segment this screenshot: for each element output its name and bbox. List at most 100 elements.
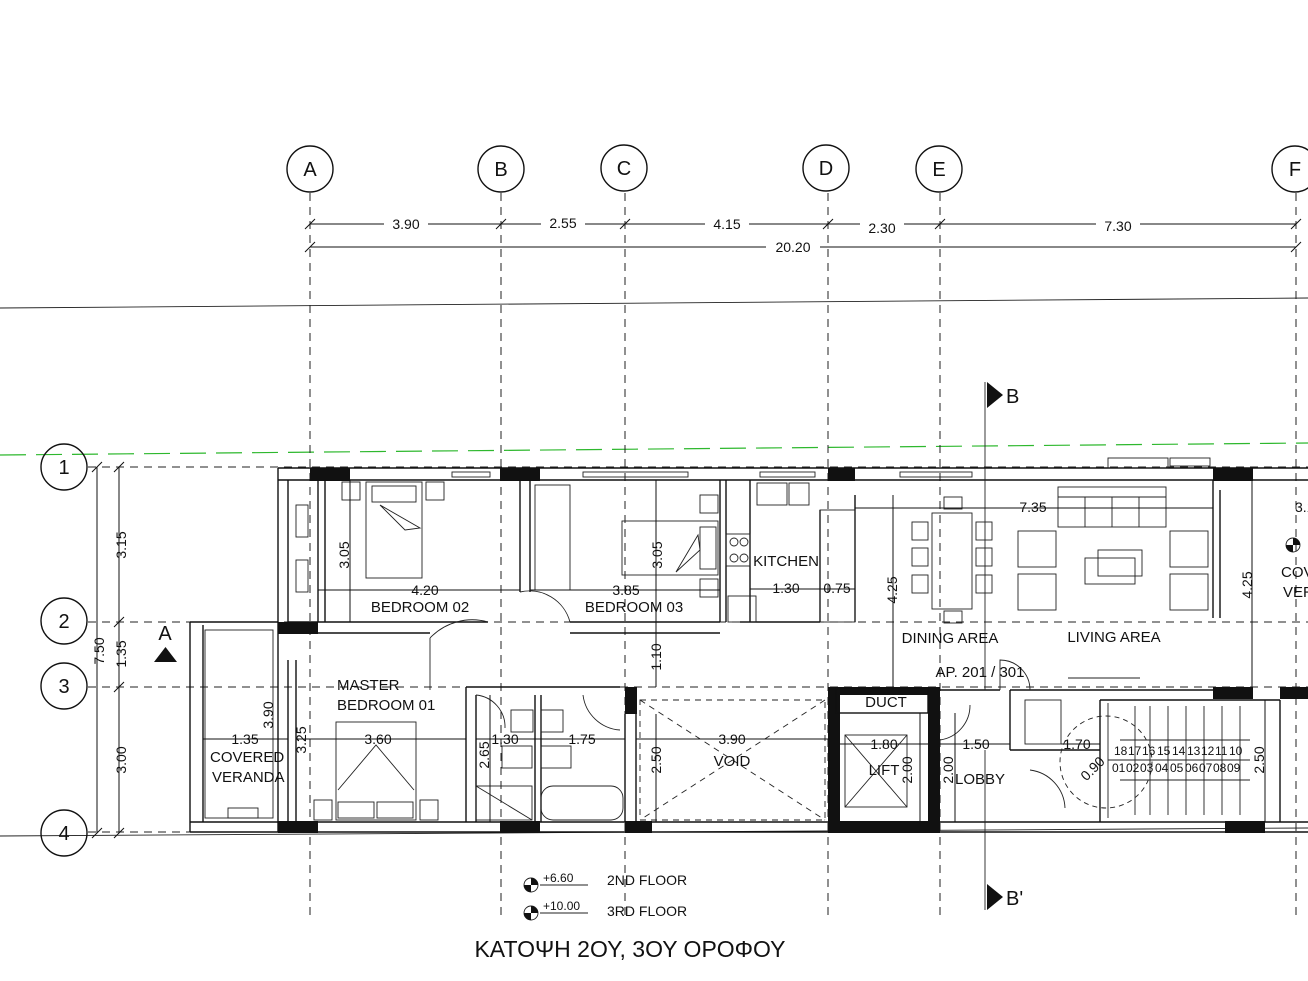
svg-text:2.00: 2.00	[940, 756, 956, 783]
svg-text:F: F	[1289, 159, 1301, 181]
interior-dimension-lines	[203, 480, 1266, 822]
svg-text:2ND FLOOR: 2ND FLOOR	[607, 872, 687, 888]
svg-text:DUCT: DUCT	[865, 694, 907, 711]
svg-text:07: 07	[1199, 761, 1213, 775]
svg-text:2.50: 2.50	[648, 746, 664, 773]
svg-text:D: D	[819, 158, 833, 180]
svg-text:1.50: 1.50	[962, 736, 989, 752]
svg-text:C: C	[617, 158, 631, 180]
svg-text:E: E	[932, 159, 945, 181]
level-marker-2nd-floor: +6.60 2ND FLOOR	[523, 871, 687, 893]
stair-numbers: 18 17 16 15 14 13 12 11 10 01 02 03 04 0…	[1112, 744, 1243, 775]
dining-table	[911, 496, 993, 624]
living-furniture	[1017, 486, 1209, 679]
svg-text:MASTER: MASTER	[337, 677, 400, 694]
svg-text:B': B'	[1006, 888, 1023, 910]
svg-text:B: B	[1006, 386, 1019, 408]
svg-text:1.30: 1.30	[491, 731, 518, 747]
svg-text:COV: COV	[1281, 564, 1308, 581]
svg-text:1.35: 1.35	[113, 640, 129, 667]
drawing-title: ΚΑΤΟΨΗ 2ΟΥ, 3ΟΥ ΟΡΟΦΟΥ	[474, 936, 785, 962]
axis-bubble-2: 2	[40, 597, 88, 645]
svg-text:BEDROOM 01: BEDROOM 01	[337, 697, 435, 714]
svg-text:1.80: 1.80	[870, 736, 897, 752]
kitchen-fixtures	[725, 482, 856, 623]
svg-text:1.35: 1.35	[231, 731, 258, 747]
svg-text:COVERED: COVERED	[210, 749, 284, 766]
windows	[451, 457, 1211, 478]
svg-text:BEDROOM 03: BEDROOM 03	[585, 599, 683, 616]
svg-text:2.00: 2.00	[899, 756, 915, 783]
svg-text:A: A	[303, 159, 317, 181]
svg-text:3.10: 3.10	[1295, 499, 1308, 515]
bed-bedroom-02	[295, 481, 445, 593]
svg-text:BEDROOM 02: BEDROOM 02	[371, 599, 469, 616]
svg-text:AP. 201 / 301: AP. 201 / 301	[936, 664, 1025, 681]
svg-text:4.20: 4.20	[411, 582, 438, 598]
bathroom-fixtures	[475, 709, 624, 821]
svg-text:LIFT: LIFT	[869, 762, 900, 779]
svg-text:3.05: 3.05	[649, 541, 665, 568]
section-marker-b: B B'	[984, 382, 1023, 910]
svg-text:15: 15	[1157, 744, 1171, 758]
svg-text:3.00: 3.00	[113, 746, 129, 773]
structural-columns	[278, 468, 1308, 833]
row-axis-markers: 1 2 3 4	[40, 443, 88, 857]
svg-text:2.55: 2.55	[549, 215, 576, 231]
axis-bubble-b: B	[477, 145, 525, 193]
svg-text:3.05: 3.05	[336, 541, 352, 568]
svg-text:3: 3	[58, 676, 69, 698]
svg-text:04: 04	[1155, 761, 1169, 775]
svg-text:LOBBY: LOBBY	[955, 771, 1005, 788]
axis-bubble-f: F	[1271, 145, 1308, 193]
svg-text:DINING AREA: DINING AREA	[902, 630, 999, 647]
svg-text:18: 18	[1114, 744, 1128, 758]
svg-text:1.70: 1.70	[1063, 736, 1090, 752]
svg-text:3.85: 3.85	[612, 582, 639, 598]
right-edge-level-marker	[1285, 537, 1301, 553]
bed-master-bedroom	[204, 629, 439, 821]
svg-text:1: 1	[58, 457, 69, 479]
svg-text:13: 13	[1187, 744, 1201, 758]
section-marker-a: A	[154, 623, 177, 662]
svg-text:LIVING AREA: LIVING AREA	[1067, 629, 1160, 646]
svg-text:02: 02	[1126, 761, 1140, 775]
svg-text:14: 14	[1172, 744, 1186, 758]
svg-text:3.25: 3.25	[293, 726, 309, 753]
door-swings	[429, 590, 1066, 809]
svg-text:3.15: 3.15	[113, 531, 129, 558]
svg-text:0.90: 0.90	[1077, 753, 1108, 784]
top-dimension-chain: 3.90 2.55 4.15 2.30 7.30 20.20	[304, 214, 1302, 255]
svg-text:VER: VER	[1283, 584, 1308, 601]
axis-bubble-1: 1	[40, 443, 88, 491]
level-marker-3rd-floor: +10.00 3RD FLOOR	[523, 899, 687, 921]
axis-bubble-d: D	[802, 144, 850, 192]
axis-bubble-3: 3	[40, 662, 88, 710]
svg-text:3RD FLOOR: 3RD FLOOR	[607, 903, 687, 919]
axis-bubble-c: C	[600, 144, 648, 192]
lift-shaft	[835, 687, 929, 808]
svg-text:2.30: 2.30	[868, 220, 895, 236]
svg-text:08: 08	[1213, 761, 1227, 775]
svg-text:1.75: 1.75	[568, 731, 595, 747]
svg-text:1.30: 1.30	[772, 580, 799, 596]
svg-text:01: 01	[1112, 761, 1126, 775]
boundary-line-top	[0, 297, 1308, 309]
void-opening	[639, 699, 826, 821]
svg-text:05: 05	[1170, 761, 1184, 775]
svg-text:VERANDA: VERANDA	[212, 769, 285, 786]
svg-text:VOID: VOID	[714, 753, 751, 770]
svg-text:+6.60: +6.60	[543, 871, 574, 885]
svg-text:2: 2	[58, 611, 69, 633]
svg-text:16: 16	[1142, 744, 1156, 758]
svg-text:0.75: 0.75	[823, 580, 850, 596]
axis-bubble-a: A	[286, 145, 334, 193]
svg-text:3.90: 3.90	[392, 216, 419, 232]
svg-text:1.10: 1.10	[648, 643, 664, 670]
room-labels: BEDROOM 02 BEDROOM 03 KITCHEN DINING ARE…	[210, 553, 1308, 788]
axis-bubble-e: E	[915, 145, 963, 193]
svg-text:2.50: 2.50	[1251, 746, 1267, 773]
svg-text:17: 17	[1128, 744, 1142, 758]
svg-text:KITCHEN: KITCHEN	[753, 553, 819, 570]
